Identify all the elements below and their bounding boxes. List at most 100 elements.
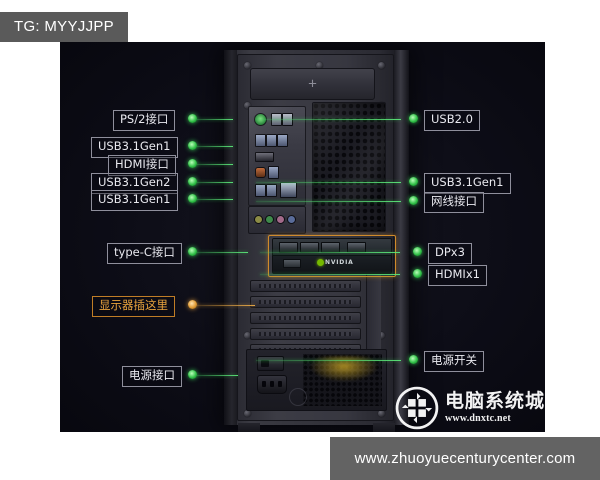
audio-jack-line-out bbox=[265, 215, 274, 224]
callout-line-usb31gen1-left2 bbox=[193, 199, 233, 200]
audio-jack-aux bbox=[287, 215, 296, 224]
callout-label-dp: DPx3 bbox=[428, 243, 472, 264]
watermark-text: 电脑系统城 www.dnxtc.net bbox=[445, 392, 545, 424]
case-foot bbox=[238, 423, 260, 432]
green-dot-icon-hdmi bbox=[188, 159, 197, 168]
audio-jack-mic bbox=[276, 215, 285, 224]
nvidia-logo-text: NVIDIA bbox=[325, 259, 354, 266]
motherboard-io-shield bbox=[248, 106, 306, 206]
callout-label-typec: type-C接口 bbox=[107, 243, 182, 264]
callout-label-usb31gen1-b: USB3.1Gen1 bbox=[91, 190, 178, 211]
expansion-slot-cover bbox=[250, 312, 361, 324]
callout-line-power-switch bbox=[256, 360, 401, 361]
tg-tag-chip: TG: MYYJJPP bbox=[0, 12, 128, 42]
type-c-port bbox=[255, 167, 266, 178]
green-dot-icon-power-socket bbox=[188, 370, 197, 379]
case-screw bbox=[244, 102, 251, 109]
case-top-plate: + bbox=[250, 68, 375, 100]
usb31gen2-port bbox=[268, 166, 279, 179]
expansion-slot-cover bbox=[250, 280, 361, 292]
green-dot-icon-usb31gen2 bbox=[188, 177, 197, 186]
psu-fan-outline-icon bbox=[289, 388, 307, 406]
recycle-window-logo-icon bbox=[395, 386, 439, 430]
iec-pin bbox=[262, 381, 266, 387]
callout-line-usb31gen1-right bbox=[256, 182, 401, 183]
case-screw bbox=[244, 410, 251, 417]
case-screw bbox=[378, 62, 385, 69]
case-screw bbox=[378, 332, 385, 339]
callout-label-power-switch: 电源开关 bbox=[424, 351, 484, 372]
slot-vent bbox=[259, 332, 352, 336]
usb31gen1-port-a bbox=[255, 134, 266, 147]
psu-power-switch[interactable] bbox=[257, 356, 284, 371]
callout-label-usb31gen2: USB3.1Gen2 bbox=[91, 173, 178, 194]
case-foot bbox=[373, 423, 395, 432]
bottom-url-chip: www.zhuoyuecenturycenter.com bbox=[330, 437, 600, 480]
callout-line-usb31gen1-left bbox=[193, 146, 233, 147]
gpu-model-badge bbox=[283, 259, 301, 268]
green-dot-icon-dp bbox=[413, 247, 422, 256]
case-screw bbox=[316, 62, 323, 69]
mesh-sheen bbox=[313, 103, 385, 231]
callout-label-ps2: PS/2接口 bbox=[113, 110, 176, 131]
green-dot-icon-usb31gen1-a bbox=[188, 141, 197, 150]
ethernet-lan-port bbox=[280, 182, 297, 198]
case-right-rail bbox=[394, 50, 409, 425]
callout-label-lan: 网线接口 bbox=[424, 192, 484, 213]
green-dot-icon-power-switch bbox=[409, 355, 418, 364]
callout-line-dp bbox=[260, 252, 400, 253]
slot-vent bbox=[259, 284, 352, 288]
callout-line-ps2 bbox=[193, 119, 233, 120]
case-screw bbox=[378, 410, 385, 417]
audio-jack-bay bbox=[248, 206, 306, 234]
green-dot-icon-lan bbox=[409, 196, 418, 205]
green-dot-icon-usb31gen1-b bbox=[188, 194, 197, 203]
callout-line-monitor-here bbox=[193, 305, 255, 306]
iec-pin bbox=[270, 381, 274, 387]
audio-jack-line-in bbox=[254, 215, 263, 224]
pc-case-rear: + bbox=[224, 50, 409, 432]
case-screw bbox=[244, 62, 251, 69]
case-left-rail bbox=[224, 50, 237, 425]
expansion-slot-cover bbox=[250, 328, 361, 340]
iec-pin bbox=[278, 381, 282, 387]
watermark-brand: 电脑系统城 bbox=[444, 390, 545, 412]
slot-vent bbox=[259, 300, 352, 304]
callout-line-lan bbox=[256, 201, 401, 202]
callout-line-typec bbox=[193, 252, 248, 253]
watermark-brand-url: www.dnxtc.net bbox=[444, 413, 511, 424]
callout-line-hdmi bbox=[193, 164, 233, 165]
usb31gen1-port-d bbox=[255, 184, 266, 197]
green-dot-icon-usb20 bbox=[409, 114, 418, 123]
gpu-bracket bbox=[273, 239, 391, 256]
callout-line-usb20 bbox=[256, 119, 401, 120]
green-dot-icon-ps2 bbox=[188, 114, 197, 123]
callout-label-hdmi: HDMI接口 bbox=[108, 155, 176, 176]
callout-label-monitor-here: 显示器插这里 bbox=[92, 296, 175, 317]
usb31gen1-port-b bbox=[266, 134, 277, 147]
graphics-card: NVIDIA bbox=[272, 238, 392, 274]
callout-line-hdmi-x1 bbox=[260, 274, 400, 275]
callout-label-hdmi-x1: HDMIx1 bbox=[428, 265, 487, 286]
power-supply-unit bbox=[246, 349, 387, 411]
nvidia-eye-icon bbox=[317, 259, 324, 266]
callout-label-usb20: USB2.0 bbox=[424, 110, 480, 131]
callout-label-usb31gen1-r: USB3.1Gen1 bbox=[424, 173, 511, 194]
green-dot-icon-usb31gen1-r bbox=[409, 177, 418, 186]
usb31gen1-port-e bbox=[266, 184, 277, 197]
product-photo: + bbox=[60, 42, 545, 432]
callout-label-power-socket: 电源接口 bbox=[122, 366, 182, 387]
green-dot-icon-hdmi-x1 bbox=[413, 269, 422, 278]
rear-mesh-vent bbox=[312, 102, 386, 232]
usb31gen1-port-c bbox=[277, 134, 288, 147]
hdmi-port bbox=[255, 152, 274, 162]
expansion-slot-cover bbox=[250, 296, 361, 308]
amber-dot-icon-monitor-here bbox=[188, 300, 197, 309]
green-dot-icon-typec bbox=[188, 247, 197, 256]
callout-line-power-socket bbox=[193, 375, 238, 376]
case-screw bbox=[244, 332, 251, 339]
slot-vent bbox=[259, 316, 352, 320]
callout-line-usb31gen2 bbox=[193, 182, 233, 183]
site-watermark: 电脑系统城 www.dnxtc.net bbox=[395, 386, 545, 430]
